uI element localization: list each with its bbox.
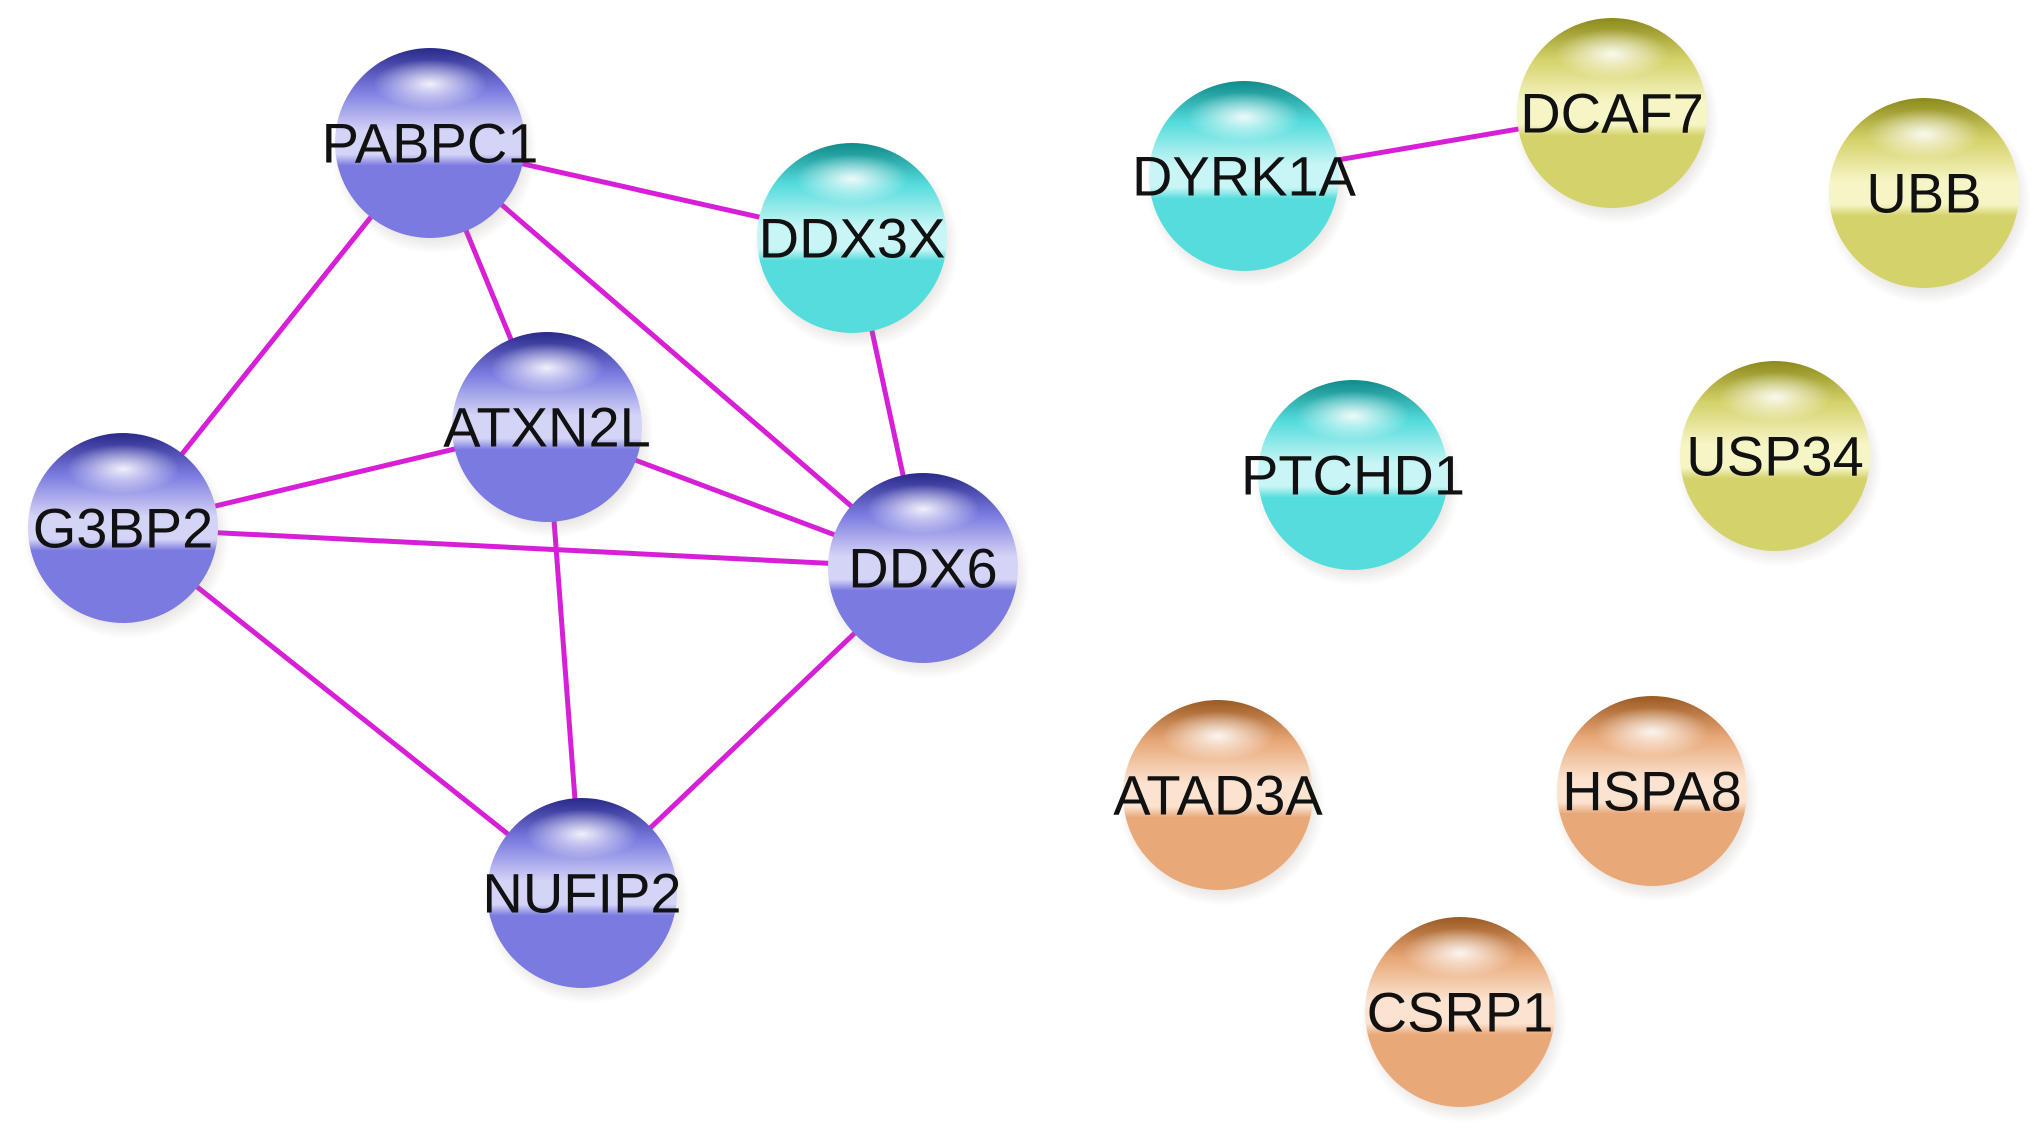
node-pabpc1[interactable]: PABPC1 xyxy=(322,48,539,254)
node-label: HSPA8 xyxy=(1562,760,1741,823)
node-label: USP34 xyxy=(1686,425,1863,488)
node-label: PTCHD1 xyxy=(1241,444,1465,507)
node-ddx3x[interactable]: DDX3X xyxy=(753,143,959,349)
node-label: DDX3X xyxy=(759,207,946,270)
node-label: NUFIP2 xyxy=(482,862,681,925)
node-label: UBB xyxy=(1866,162,1981,225)
node-g3bp2[interactable]: G3BP2 xyxy=(24,433,230,639)
node-ptchd1[interactable]: PTCHD1 xyxy=(1241,380,1465,586)
node-label: PABPC1 xyxy=(322,112,539,175)
node-nufip2[interactable]: NUFIP2 xyxy=(482,798,689,1004)
node-label: CSRP1 xyxy=(1367,981,1554,1044)
node-label: DDX6 xyxy=(848,537,997,600)
node-ddx6[interactable]: DDX6 xyxy=(824,473,1030,679)
edge-g3bp2-ddx6 xyxy=(120,525,926,571)
node-dyrk1a[interactable]: DYRK1A xyxy=(1132,81,1357,287)
node-label: G3BP2 xyxy=(33,497,214,560)
node-atad3a[interactable]: ATAD3A xyxy=(1113,700,1325,906)
node-dcaf7[interactable]: DCAF7 xyxy=(1513,18,1719,224)
node-usp34[interactable]: USP34 xyxy=(1676,361,1882,567)
node-label: ATAD3A xyxy=(1113,764,1323,827)
node-label: DYRK1A xyxy=(1132,145,1357,208)
node-atxn2l[interactable]: ATXN2L xyxy=(443,332,654,538)
node-hspa8[interactable]: HSPA8 xyxy=(1553,696,1759,902)
node-label: DCAF7 xyxy=(1520,82,1704,145)
node-ubb[interactable]: UBB xyxy=(1825,98,2031,304)
node-label: ATXN2L xyxy=(443,396,650,459)
node-csrp1[interactable]: CSRP1 xyxy=(1361,917,1567,1123)
